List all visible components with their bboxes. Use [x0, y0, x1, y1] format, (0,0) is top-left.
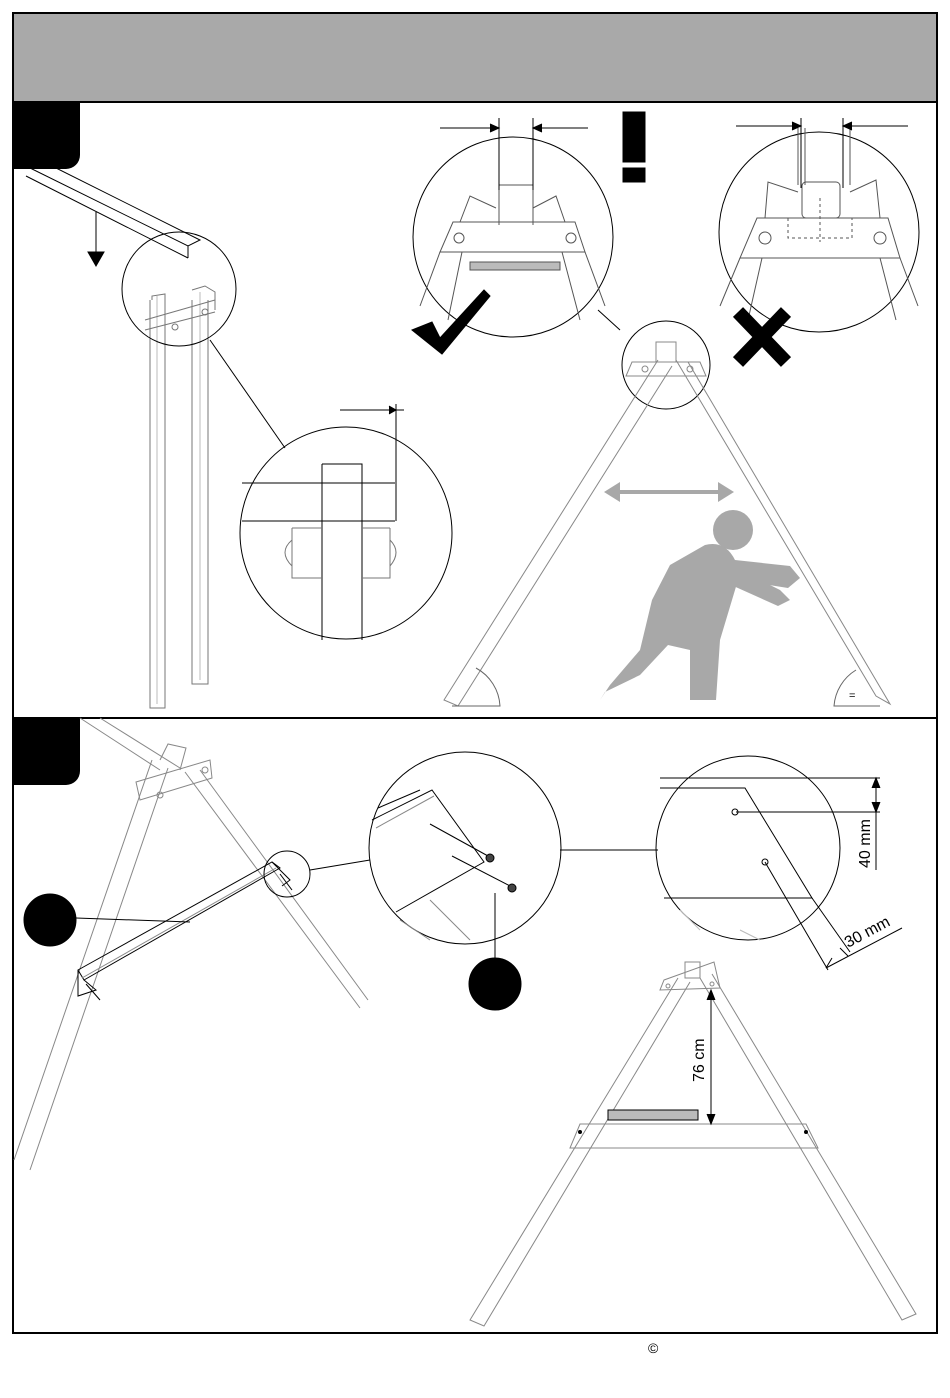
- pushing-person-icon: [600, 510, 800, 700]
- wrong-detail: [720, 128, 918, 320]
- copyright: ©: [648, 1340, 658, 1356]
- posts: [150, 292, 208, 708]
- part-badge-1: [24, 894, 76, 946]
- detail-circle-measure: [656, 756, 840, 940]
- correct-detail: [420, 128, 605, 320]
- dim-40mm: 40 mm: [857, 819, 874, 868]
- gap-dimension-wrong: [736, 118, 908, 188]
- detail-circle-correct: [413, 137, 613, 337]
- angle-mark-equal: =: [849, 690, 855, 702]
- down-arrow-icon: [88, 212, 104, 266]
- a-frame-step1: [444, 342, 890, 706]
- post-tops: [145, 286, 215, 330]
- a-frame-step2-left: [14, 718, 368, 1170]
- check-icon: [412, 290, 490, 354]
- warning-icon: [623, 112, 645, 182]
- part-badge-2: [469, 958, 521, 1010]
- double-arrow-icon: [604, 482, 734, 502]
- screw-detail: [372, 790, 516, 940]
- spirit-level: [608, 1110, 698, 1120]
- detail-circle-wrong: [719, 132, 919, 332]
- a-frame-step2-right: [470, 962, 916, 1326]
- top-beam: [26, 160, 200, 258]
- dim-76cm: 76 cm: [691, 1038, 708, 1082]
- detail-circle-gap: [240, 427, 452, 639]
- detail-circle-top: [122, 232, 236, 346]
- angle-marks: [452, 668, 880, 706]
- height-dimension: [707, 990, 715, 1124]
- detail-circle-brace: [264, 851, 310, 897]
- gap-detail: [242, 404, 404, 640]
- detail-circle-screws: [369, 752, 561, 944]
- cross-icon: [738, 312, 786, 362]
- gap-dimension-correct: [440, 118, 588, 190]
